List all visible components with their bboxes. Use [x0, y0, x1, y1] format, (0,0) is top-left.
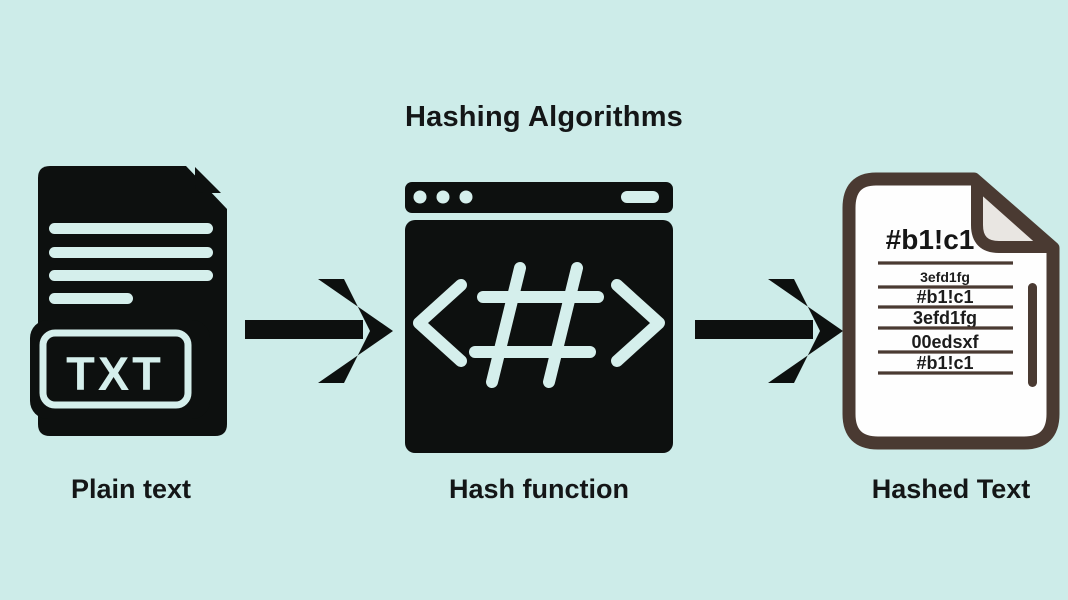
txt-badge-border	[39, 329, 192, 409]
text-line-short	[49, 293, 133, 304]
code-chevron-right-icon	[611, 279, 665, 367]
stage-label-plain-text: Plain text	[70, 474, 192, 504]
window-dot-icon	[413, 190, 427, 204]
arrow-right-icon	[245, 279, 393, 383]
hash-row: #b1!c1	[916, 353, 973, 373]
hash-header: #b1!c1	[886, 224, 975, 255]
diagram-title: Hashing Algorithms	[404, 101, 684, 133]
txt-badge	[30, 320, 210, 419]
text-line	[49, 247, 213, 258]
code-chevron-left-icon	[413, 279, 467, 367]
txt-badge-label: TXT	[66, 347, 164, 400]
window-pill	[621, 191, 659, 203]
folded-corner-icon	[971, 177, 1055, 253]
window-body	[405, 220, 673, 453]
stage-label-hash-function: Hash function	[449, 474, 629, 504]
stage-label-hashed-text: Hashed Text	[871, 474, 1031, 504]
window-titlebar	[405, 182, 673, 213]
text-line	[49, 270, 213, 281]
hash-function-icon	[405, 182, 673, 453]
window-dot-icon	[436, 190, 450, 204]
hash-row: 3efd1fg	[920, 269, 970, 285]
folded-corner-icon	[195, 167, 221, 193]
window-dot-icon	[459, 190, 473, 204]
hashed-document-icon: #b1!c1 3efd1fg #b1!c1 3efd1fg 00edsxf #b…	[842, 172, 1060, 450]
text-line	[49, 223, 213, 234]
txt-file-icon: TXT	[30, 166, 227, 436]
hash-row: 00edsxf	[911, 332, 979, 352]
hash-row: 3efd1fg	[913, 308, 977, 328]
arrow-right-icon	[695, 279, 843, 383]
hash-symbol-icon	[469, 262, 604, 388]
scrollbar-thumb	[1028, 283, 1037, 387]
hash-row: #b1!c1	[916, 287, 973, 307]
